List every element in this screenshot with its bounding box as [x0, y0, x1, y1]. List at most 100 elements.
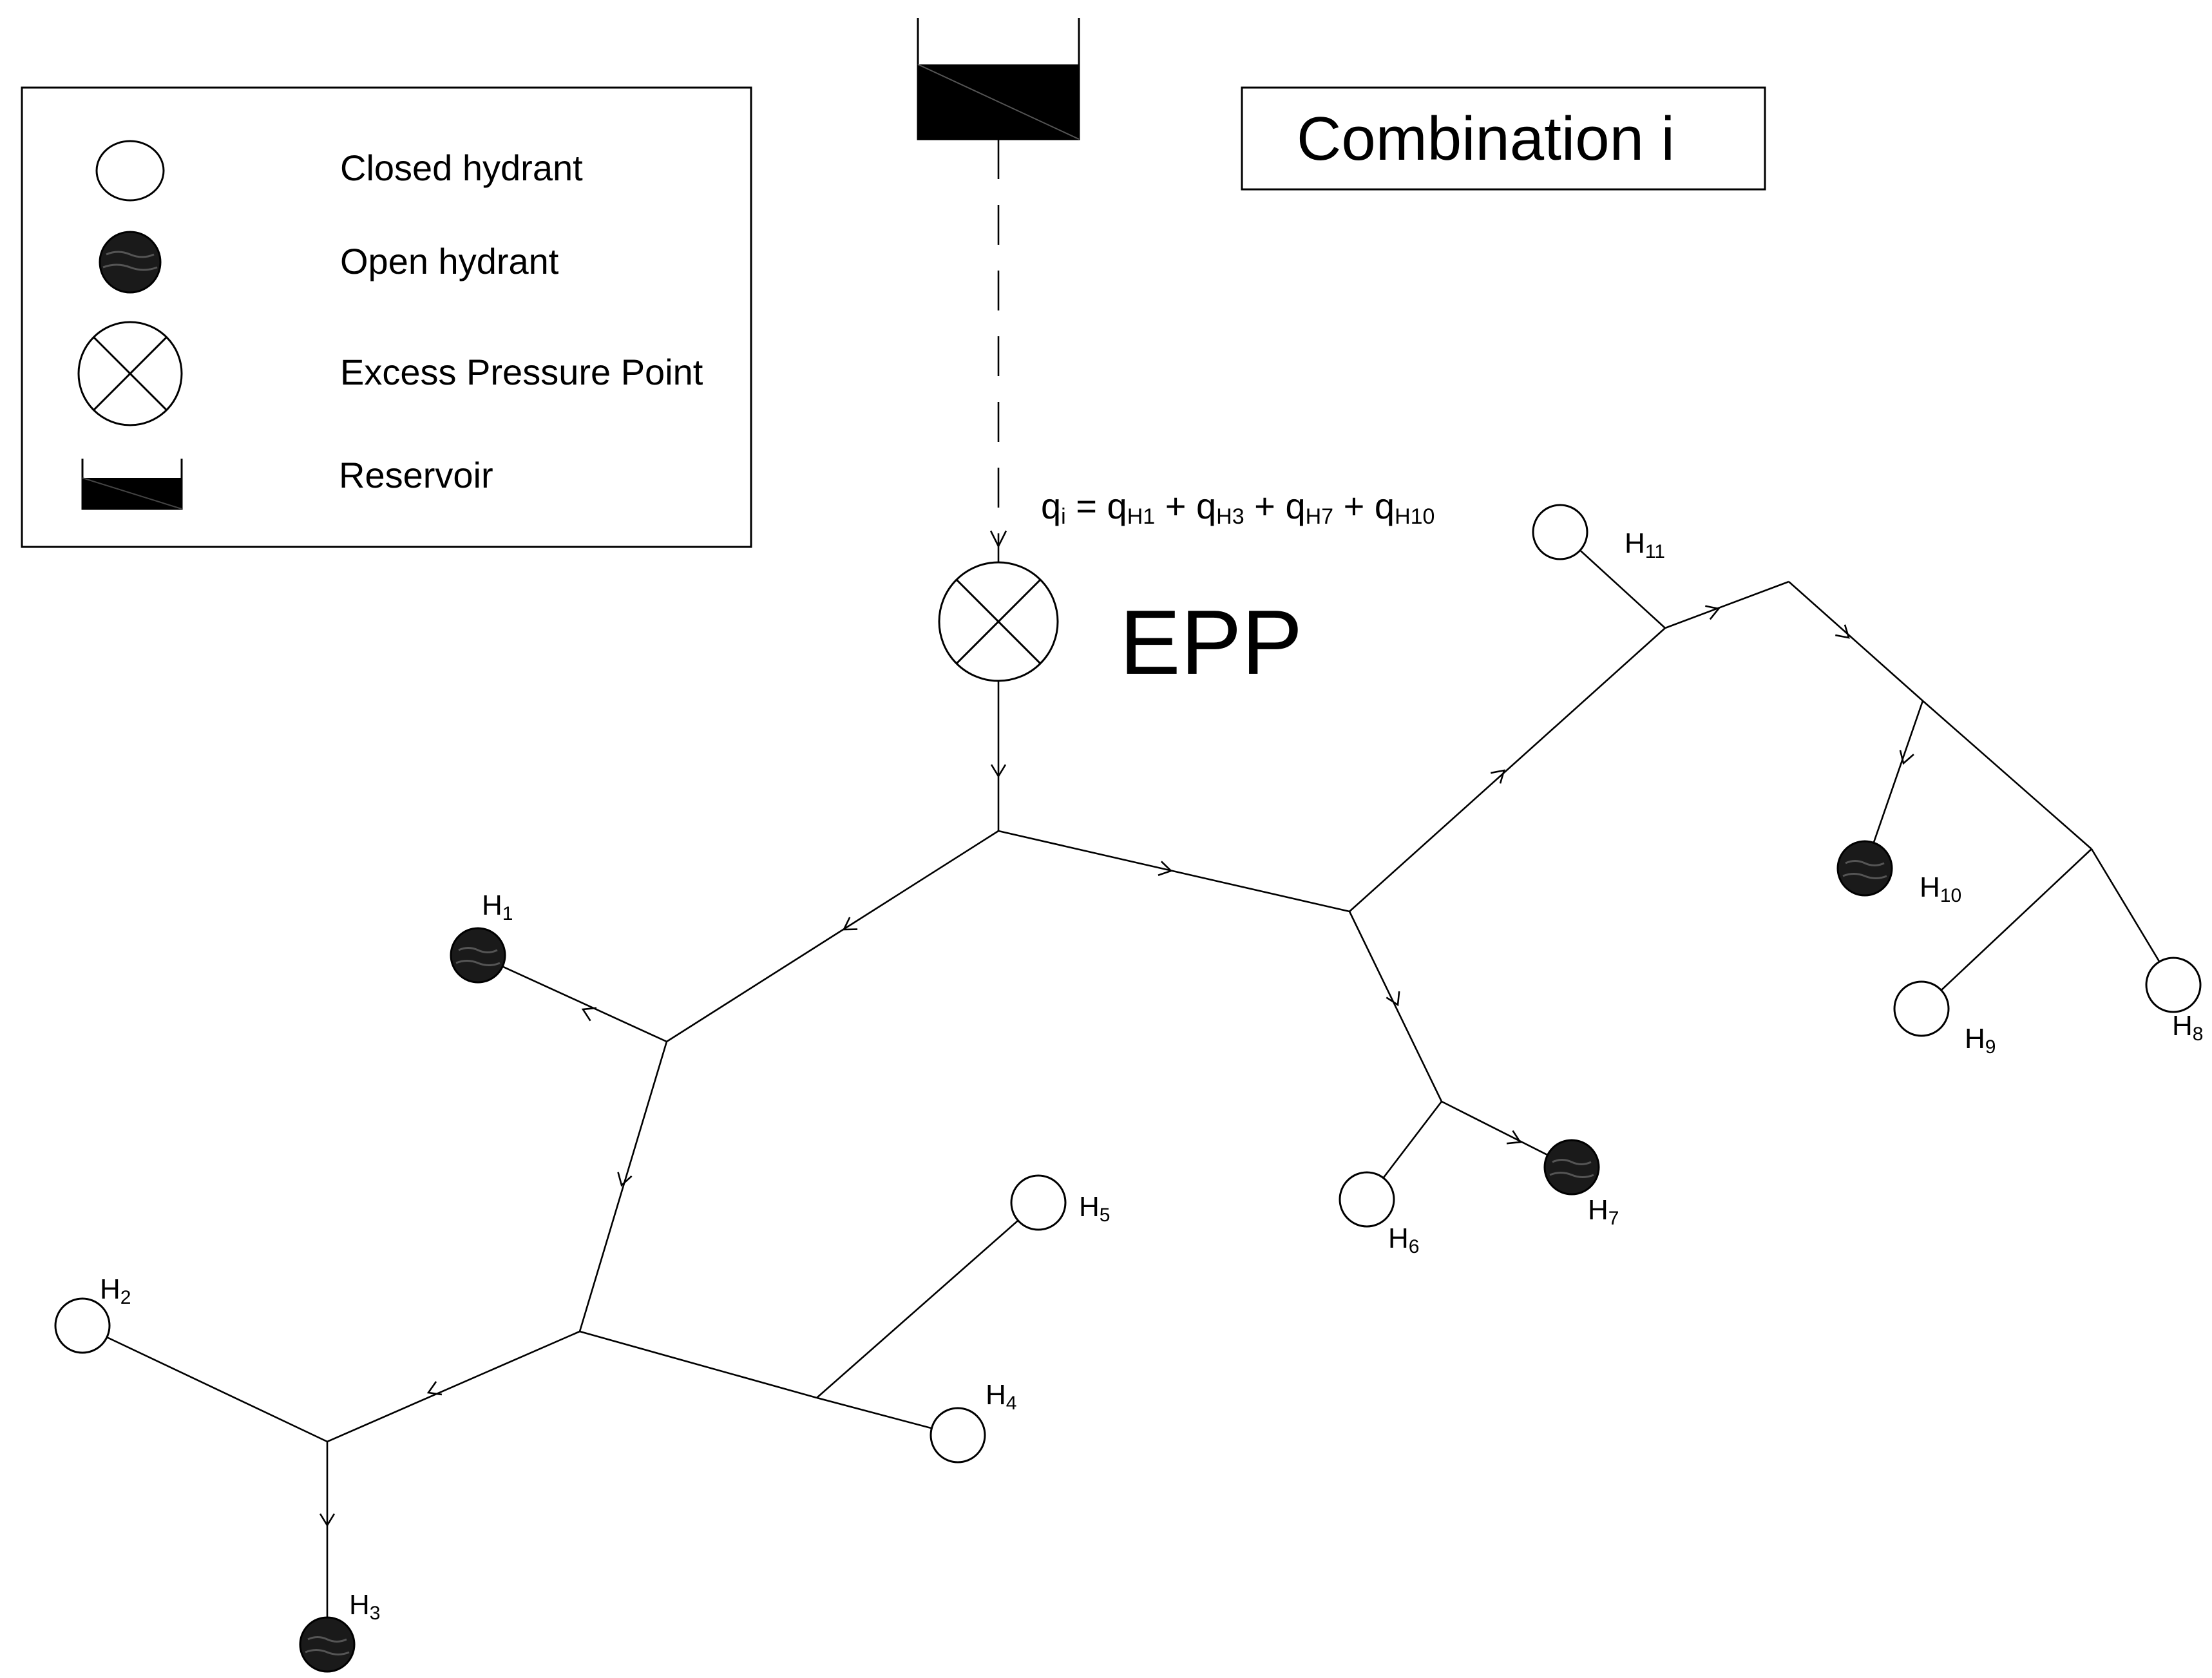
hydrant-circle	[1010, 1174, 1067, 1231]
flow-arrow-10	[1506, 1130, 1522, 1145]
hydrant-texture	[1842, 860, 1887, 879]
flow-arrow-7	[319, 1513, 336, 1527]
reservoir	[917, 18, 1080, 140]
hydrant-label: H3	[349, 1589, 380, 1624]
formula-t2-sub: H3	[1216, 504, 1244, 529]
legend-reservoir-icon	[81, 459, 183, 510]
hydrant-label: H7	[1588, 1194, 1619, 1229]
pipe-segment-17	[1788, 581, 1923, 701]
formula-eq: =	[1066, 486, 1107, 526]
diagram-title: Combination i	[1297, 104, 1675, 173]
hydrant-h8: H8	[2145, 957, 2203, 1045]
hydrant-h9: H9	[1893, 980, 1996, 1058]
hydrants: H1 H2 H3 H4 H5 H6 H7 H8	[54, 504, 2203, 1673]
hydrant-label: H4	[986, 1379, 1016, 1414]
formula-t1-main: q	[1107, 486, 1127, 526]
hydrant-h6: H6	[1339, 1171, 1419, 1257]
title-box: Combination i	[1241, 86, 1766, 191]
pipe-segment-11	[1348, 911, 1443, 1102]
flow-arrow-6	[426, 1380, 443, 1396]
hydrant-texture	[305, 1636, 350, 1655]
pipe-segment-20	[1921, 848, 2092, 1009]
epp-label: EPP	[1120, 591, 1302, 694]
formula-t3-main: q	[1285, 486, 1305, 526]
hydrant-circle	[1339, 1171, 1395, 1228]
hydrant-h3: H3	[299, 1589, 380, 1673]
legend-open-hydrant-icon	[99, 231, 162, 294]
legend-reservoir-label: Reservoir	[339, 455, 493, 495]
flow-arrow-12	[1835, 624, 1850, 639]
formula-t1-sub: H1	[1127, 504, 1155, 529]
pipe-segment-19	[1922, 700, 2092, 850]
hydrant-h7: H7	[1543, 1139, 1619, 1229]
flow-arrow-2	[842, 917, 858, 931]
hydrant-h2: H2	[54, 1273, 131, 1354]
hydrant-label: H10	[1920, 872, 1961, 906]
legend-open-hydrant-label: Open hydrant	[340, 241, 559, 281]
hydrant-circle	[1893, 980, 1950, 1037]
hydrant-h11: H11	[1532, 504, 1665, 562]
pipe-segment-18	[1864, 700, 1924, 869]
flow-arrow-8	[1491, 769, 1505, 784]
hydrant-label: H8	[2172, 1010, 2203, 1045]
formula-t4-sub: H10	[1395, 504, 1435, 529]
formula-plus-3: +	[1333, 486, 1375, 526]
hydrant-circle	[450, 927, 506, 984]
pipe-segment-2	[477, 954, 667, 1043]
hydrant-circle	[1532, 504, 1588, 560]
hydrant-label: H1	[482, 890, 513, 924]
pipe-network	[82, 531, 2175, 1645]
flow-arrow-3	[1158, 861, 1173, 876]
title-frame	[1241, 86, 1766, 191]
hydrant-circle	[930, 1407, 986, 1463]
hydrant-h5: H5	[1010, 1174, 1110, 1231]
hydrant-h1: H1	[450, 890, 513, 984]
flow-arrow-13	[1899, 750, 1914, 765]
pipe-segment-7	[579, 1330, 817, 1399]
hydrant-label: H6	[1388, 1223, 1419, 1257]
formula-t2-main: q	[1196, 486, 1216, 526]
pipe-segment-14	[1349, 627, 1666, 912]
hydrant-label: H11	[1625, 528, 1665, 562]
hydrant-texture	[455, 947, 501, 966]
legend-closed-hydrant-icon	[95, 140, 165, 202]
flow-arrow-5	[617, 1172, 633, 1187]
pipe-segment-4	[327, 1330, 580, 1443]
flow-arrow-9	[1386, 991, 1400, 1007]
supply-flow-arrow	[989, 530, 1007, 548]
hydrant-label: H5	[1079, 1191, 1110, 1226]
hydrant-texture	[1549, 1159, 1594, 1178]
excess-pressure-point	[938, 561, 1059, 682]
pipe-segment-1	[666, 830, 999, 1043]
flow-arrows	[319, 605, 1914, 1527]
pipe-segment-10	[998, 830, 1350, 913]
formula-t3-sub: H7	[1306, 504, 1333, 529]
formula-t4-main: q	[1375, 486, 1395, 526]
flow-arrow-1	[990, 764, 1007, 778]
flow-formula: qi = qH1 + qH3 + qH7 + qH10	[1041, 486, 1435, 529]
legend-closed-hydrant-label: Closed hydrant	[340, 148, 583, 188]
legend: Closed hydrant Open hydrant Excess Press…	[21, 86, 752, 548]
pipe-segment-5	[82, 1324, 328, 1443]
hydrant-label: H2	[100, 1273, 131, 1308]
hydrant-label: H9	[1965, 1023, 1996, 1058]
hydrant-circle	[1543, 1139, 1600, 1196]
hydrant-circle	[2145, 957, 2202, 1013]
formula-plus-2: +	[1244, 486, 1286, 526]
pipe-segment-16	[1664, 580, 1789, 629]
formula-plus-1: +	[1155, 486, 1196, 526]
formula-q-sub: i	[1061, 504, 1066, 529]
flow-arrow-4	[581, 1007, 597, 1022]
legend-epp-icon	[77, 321, 183, 426]
hydrant-h4: H4	[930, 1379, 1016, 1463]
pipe-segment-9	[816, 1202, 1039, 1398]
legend-open-hydrant-texture	[102, 251, 158, 271]
hydrant-h10: H10	[1836, 840, 1961, 906]
hydrant-circle	[1836, 840, 1893, 897]
legend-epp-label: Excess Pressure Point	[340, 352, 703, 392]
hydrant-circle	[54, 1297, 111, 1354]
formula-q-main: q	[1041, 486, 1061, 526]
flow-arrow-11	[1705, 605, 1721, 620]
hydrant-circle	[299, 1616, 356, 1673]
